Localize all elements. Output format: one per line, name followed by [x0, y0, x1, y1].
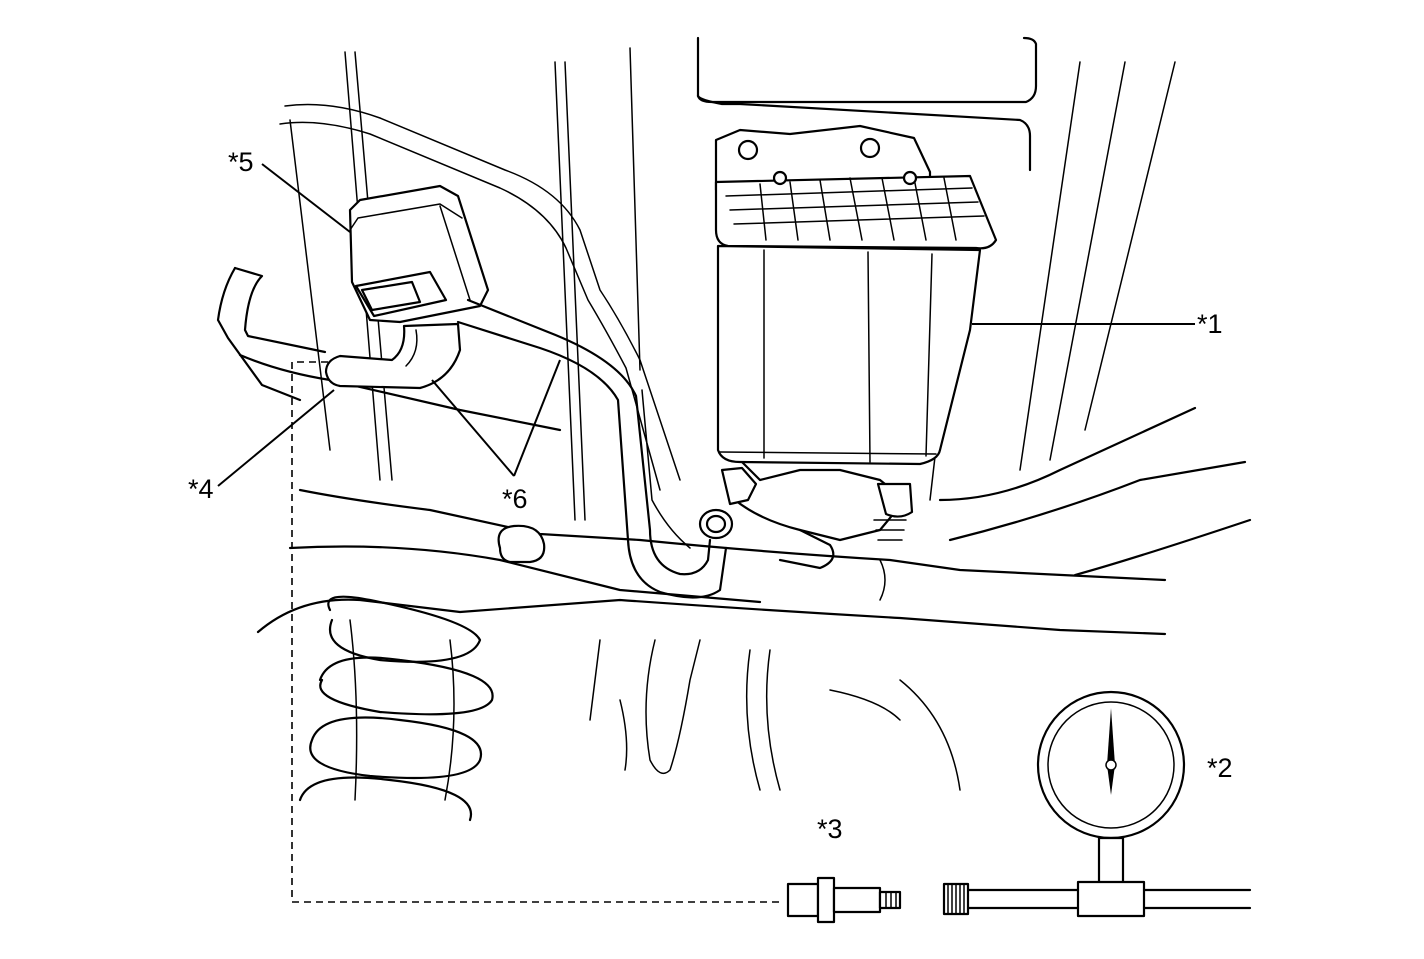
pressure-gauge — [942, 690, 1252, 918]
adapter-fitting — [786, 876, 902, 924]
evap-hoses — [324, 298, 728, 599]
dashed-connection-line — [291, 361, 780, 903]
callout-6: *6 — [502, 484, 528, 514]
callout-labels: *1 *2 *3 *4 *5 *6 — [188, 147, 1233, 844]
leader-6b — [513, 359, 561, 477]
callout-5: *5 — [228, 147, 254, 177]
callout-1: *1 — [1197, 309, 1223, 339]
leader-6a — [431, 379, 515, 477]
leader-5 — [261, 163, 351, 233]
callout-2: *2 — [1207, 753, 1233, 783]
vacuum-switching-valve — [348, 184, 490, 324]
callout-leader-lines — [217, 163, 1195, 487]
callout-3: *3 — [817, 814, 843, 844]
leader-4 — [217, 389, 335, 487]
callout-4: *4 — [188, 474, 214, 504]
charcoal-canister — [698, 124, 998, 540]
